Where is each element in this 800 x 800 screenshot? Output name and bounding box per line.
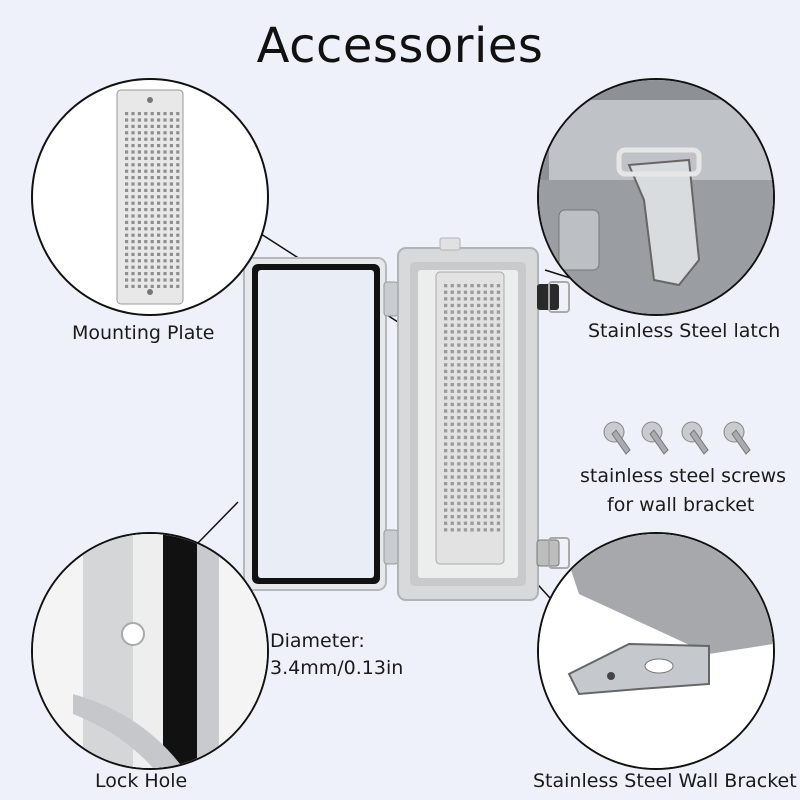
wall-bracket-circle [537,532,775,770]
lock-hole-circle [31,532,269,770]
screw-icon [641,421,669,455]
screws-label-line1: stainless steel screws [580,465,787,487]
screw-icon [681,421,709,455]
wall-bracket-label: Stainless Steel Wall Bracket [533,770,797,792]
diameter-label-line2: 3.4mm/0.13in [270,657,404,679]
mounting-plate-icon [116,89,184,305]
mounting-plate-circle [31,78,269,316]
mounting-plate-label: Mounting Plate [72,322,215,344]
lock-hole-label: Lock Hole [95,770,188,792]
latch-icon [539,80,773,314]
screws-group [603,421,751,455]
lock-hole-icon [33,534,267,768]
screws-label-line2: for wall bracket [607,494,755,516]
connector-lock-hole [195,501,239,546]
enclosure-icon [243,237,570,601]
page-title: Accessories [256,18,544,74]
screw-icon [723,421,751,455]
wall-bracket-icon [539,534,773,768]
latch-circle [537,78,775,316]
screw-icon [603,421,631,455]
diameter-label-line1: Diameter: [270,630,365,652]
latch-label: Stainless Steel latch [588,320,781,342]
